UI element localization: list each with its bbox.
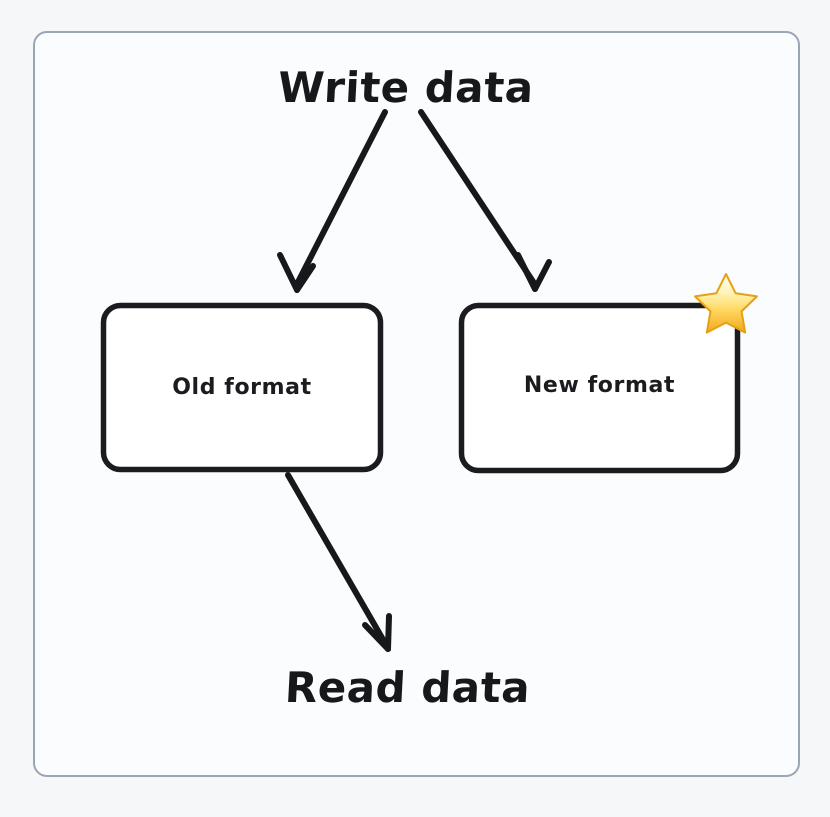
read-data-label: Read data — [283, 663, 532, 712]
new-format-label: New format — [523, 373, 676, 398]
write-data-label: Write data — [276, 63, 536, 112]
old-format-label: Old format — [172, 375, 312, 400]
